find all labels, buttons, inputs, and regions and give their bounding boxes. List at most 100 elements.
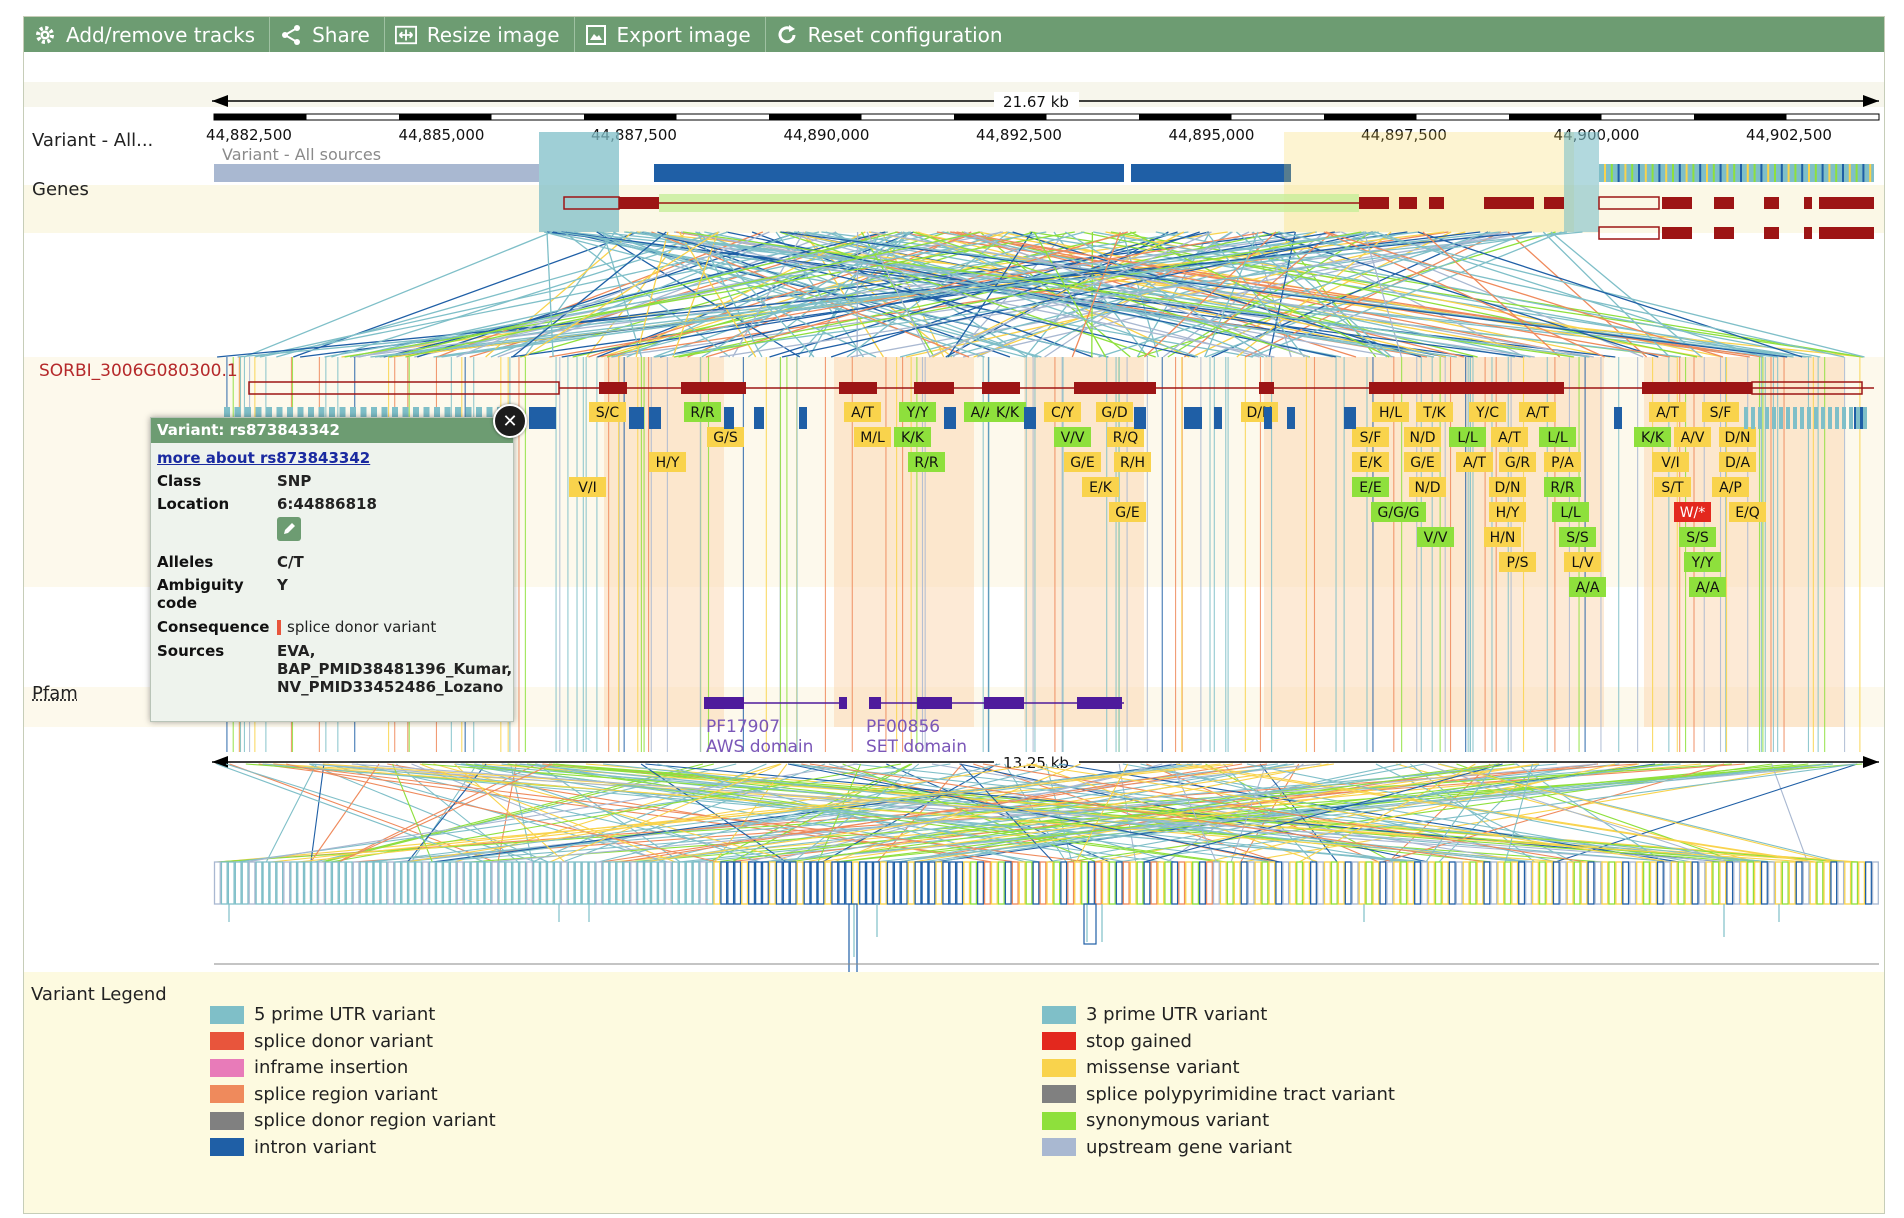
legend-label: intron variant bbox=[254, 1136, 377, 1158]
transcript-exon bbox=[982, 382, 1020, 394]
aa-change-box bbox=[1519, 402, 1556, 422]
variant-box bbox=[1309, 861, 1318, 905]
variant-connector bbox=[454, 763, 566, 863]
variant-box bbox=[477, 861, 485, 905]
aa-change-label: A/V bbox=[1681, 430, 1705, 446]
variant-box bbox=[1025, 861, 1033, 905]
gene-exon bbox=[1662, 197, 1692, 209]
variant-box bbox=[1511, 861, 1519, 905]
variant-box bbox=[1351, 861, 1359, 905]
variant-box bbox=[1434, 861, 1442, 905]
variant-box bbox=[512, 861, 520, 905]
pfam-domain-block bbox=[917, 697, 952, 709]
aa-change-box bbox=[1559, 527, 1596, 547]
variant-box bbox=[1538, 861, 1546, 905]
variant-connector bbox=[846, 231, 1010, 358]
add-remove-tracks-button[interactable]: Add/remove tracks bbox=[24, 17, 271, 52]
variant-connector bbox=[809, 763, 1486, 863]
variant-box bbox=[276, 861, 284, 905]
edit-location-button[interactable] bbox=[277, 517, 301, 541]
variant-connector bbox=[1162, 231, 1326, 358]
pfam-id: PF00856 bbox=[866, 717, 940, 737]
variant-connector bbox=[1205, 231, 1532, 358]
variant-connector bbox=[225, 763, 537, 863]
transcript-variant bbox=[1807, 407, 1811, 429]
aa-change-box bbox=[1404, 427, 1441, 447]
variant-box bbox=[1712, 861, 1720, 905]
variant-box bbox=[1642, 861, 1651, 905]
variant-box bbox=[886, 861, 894, 905]
aa-change-label: A/T bbox=[1498, 430, 1521, 446]
export-image-button[interactable]: Export image bbox=[575, 17, 766, 52]
alleles-value: C/T bbox=[277, 553, 304, 571]
pfam-id: PF17907 bbox=[706, 717, 780, 737]
reset-configuration-button[interactable]: Reset configuration bbox=[766, 17, 1017, 52]
transcript-exon bbox=[1369, 382, 1564, 394]
variant-box bbox=[921, 861, 929, 905]
variant-connector bbox=[947, 231, 1033, 358]
variant-box bbox=[796, 861, 804, 905]
close-icon[interactable]: ✕ bbox=[493, 404, 527, 438]
variant-box bbox=[623, 861, 631, 905]
utr5-highlight bbox=[539, 132, 619, 232]
location-value: 6:44886818 bbox=[277, 495, 377, 513]
pfam-domain-block bbox=[984, 697, 1024, 709]
variant-box bbox=[1698, 861, 1706, 905]
more-about-link[interactable]: more about rs873843342 bbox=[157, 449, 371, 467]
toolbar: Add/remove tracks Share Resize image Exp… bbox=[24, 17, 1884, 52]
aa-change-box bbox=[989, 402, 1026, 422]
variant-box bbox=[907, 861, 915, 905]
variant-connector bbox=[866, 231, 931, 358]
track-label-variant[interactable]: Variant - All... bbox=[32, 130, 154, 151]
legend-item: missense variant bbox=[1042, 1057, 1240, 1078]
variant-box bbox=[539, 861, 547, 905]
variant-connector bbox=[388, 231, 898, 358]
legend-item: splice donor variant bbox=[210, 1031, 433, 1052]
legend-label: inframe insertion bbox=[254, 1057, 409, 1078]
variant-box bbox=[713, 861, 721, 905]
transcript-variant bbox=[1786, 407, 1790, 429]
variant-connector bbox=[678, 231, 757, 358]
variant-connector bbox=[549, 763, 782, 863]
variant-box bbox=[297, 861, 305, 905]
variant-connector bbox=[1417, 231, 1803, 358]
transcript-variant bbox=[1024, 407, 1036, 429]
variant-box bbox=[1212, 861, 1220, 905]
aa-change-box bbox=[1674, 427, 1711, 447]
variant-box bbox=[560, 861, 568, 905]
variant-connector bbox=[215, 763, 1732, 863]
transcript-variant bbox=[1863, 407, 1867, 429]
variant-connector bbox=[370, 763, 1194, 863]
variant-box bbox=[1469, 861, 1477, 905]
track-label-genes[interactable]: Genes bbox=[32, 179, 89, 200]
variant-connector bbox=[1374, 231, 1764, 358]
variant-box bbox=[1684, 861, 1692, 905]
variant-connector bbox=[1075, 763, 1129, 863]
aa-change-label: A/A bbox=[971, 405, 995, 421]
variant-connector bbox=[455, 763, 1274, 863]
aa-change-label: S/F bbox=[1360, 430, 1382, 446]
popup-title: Variant: rs873843342 bbox=[151, 418, 513, 443]
variant-box bbox=[1004, 861, 1012, 905]
legend-swatch bbox=[1042, 1085, 1076, 1103]
track-label-pfam[interactable]: Pfam bbox=[32, 683, 78, 704]
variant-box bbox=[1032, 861, 1040, 905]
aa-change-label: L/L bbox=[1560, 505, 1581, 521]
transcript-utr bbox=[1751, 381, 1863, 395]
transcript-variant bbox=[1758, 407, 1762, 429]
variant-box bbox=[220, 861, 228, 905]
pfam-domain-block bbox=[869, 697, 881, 709]
variant-box bbox=[1552, 861, 1560, 905]
resize-image-button[interactable]: Resize image bbox=[385, 17, 575, 52]
transcript-variant bbox=[944, 407, 956, 429]
variant-box bbox=[1851, 861, 1859, 905]
variant-box bbox=[900, 861, 908, 905]
variant-box bbox=[1337, 861, 1345, 905]
aa-change-box bbox=[1096, 402, 1133, 422]
variant-connector bbox=[643, 231, 1275, 358]
add-remove-tracks-label: Add/remove tracks bbox=[66, 22, 256, 47]
aa-change-box bbox=[1702, 402, 1739, 422]
share-button[interactable]: Share bbox=[270, 17, 385, 52]
